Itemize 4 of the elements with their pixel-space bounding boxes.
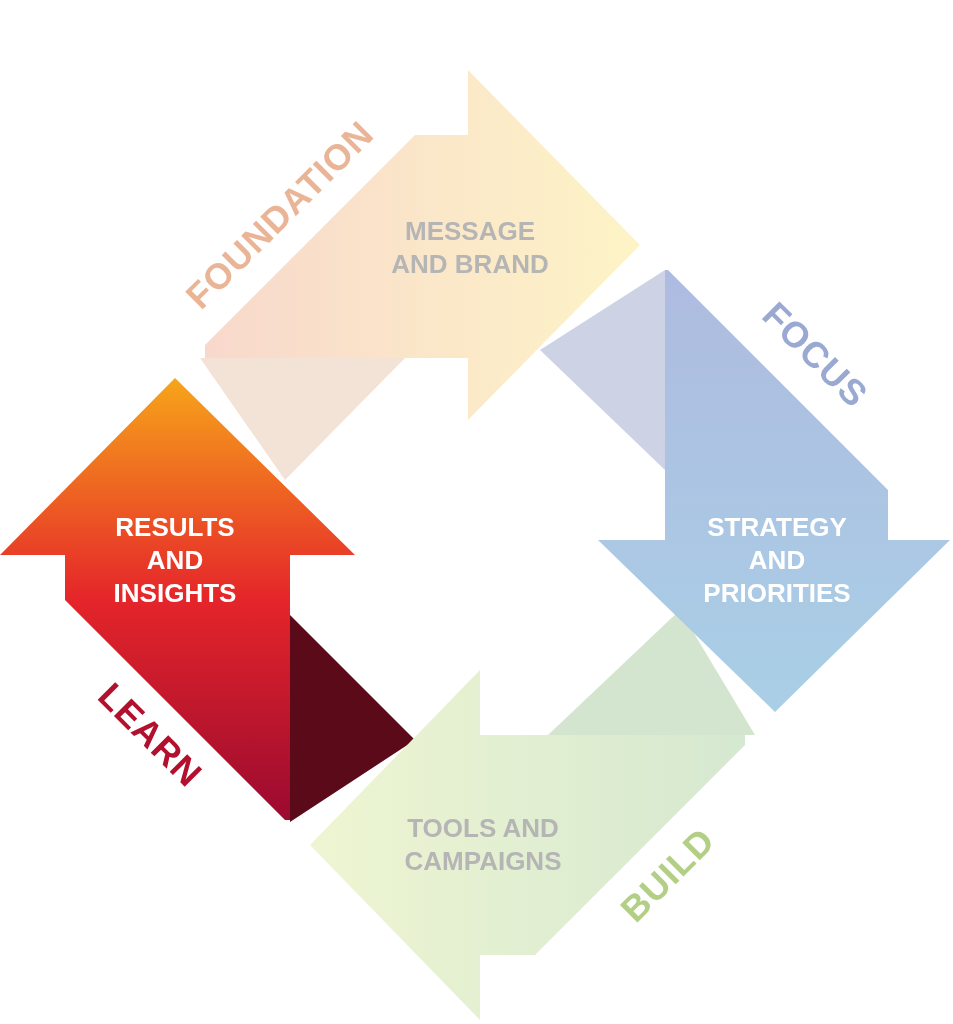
arrow-label: STRATEGY AND PRIORITIES xyxy=(702,510,852,610)
arrow-label: MESSAGE AND BRAND xyxy=(390,215,550,281)
arrow-label: RESULTS AND INSIGHTS xyxy=(112,510,238,610)
arrow-label: TOOLS AND CAMPAIGNS xyxy=(403,812,563,878)
